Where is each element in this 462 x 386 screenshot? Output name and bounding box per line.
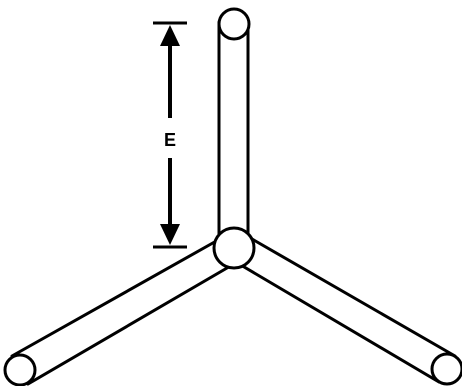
lower-left-leg: [3, 233, 241, 386]
center-joint: [212, 226, 256, 270]
dimension-arrowhead-up: [160, 25, 180, 46]
dimension-label: E: [164, 130, 176, 150]
lower-right-leg-end-cap: [430, 352, 462, 386]
dimension-arrowhead-down: [160, 224, 180, 245]
dimension-arrow: E: [153, 21, 187, 249]
lower-left-leg-end-cap: [3, 353, 37, 386]
vertical-leg-body: [217, 21, 250, 250]
vertical-leg-end-cap: [217, 7, 251, 41]
vertical-leg: [217, 7, 251, 250]
